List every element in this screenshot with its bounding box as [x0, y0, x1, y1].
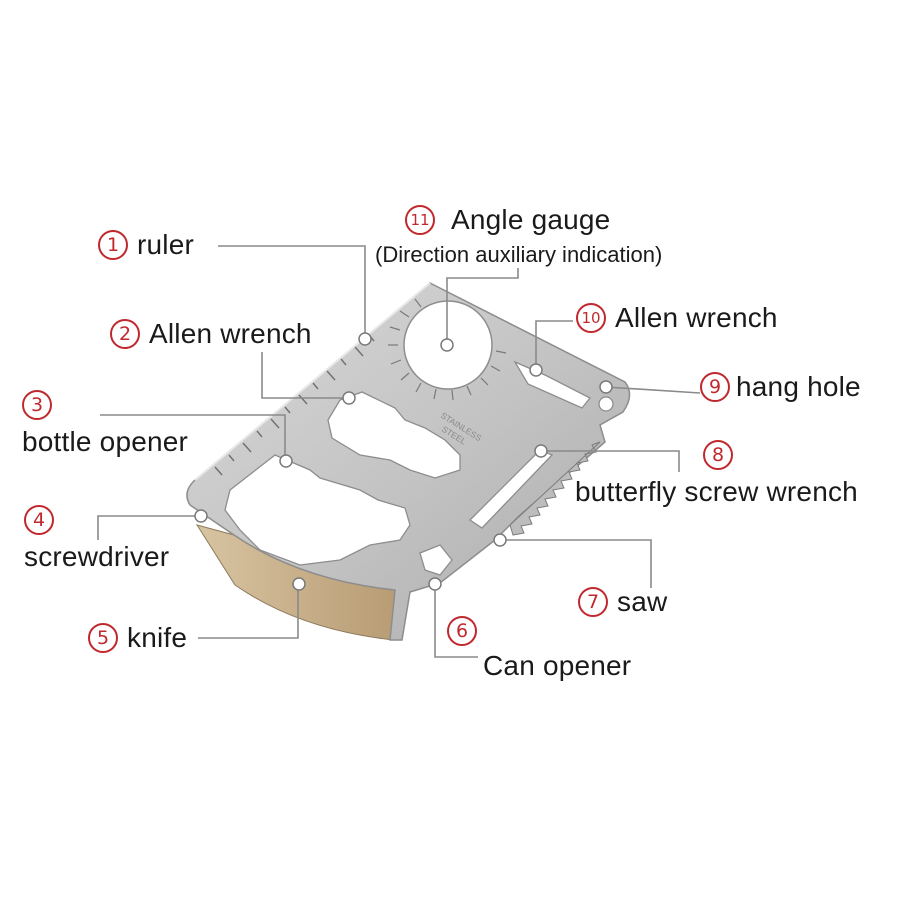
label-text: Allen wrench [149, 318, 312, 349]
number-badge: 8 [703, 440, 733, 470]
large-cutout [224, 454, 411, 566]
label-text: hang hole [736, 371, 861, 402]
multitool-card: STAINLESS STEEL [186, 282, 631, 641]
number-badge: 6 [447, 616, 477, 646]
number-badge: 4 [24, 505, 54, 535]
number-badge: 5 [88, 623, 118, 653]
number-badge: 7 [578, 587, 608, 617]
saw-teeth [509, 441, 601, 536]
label-text: bottle opener [22, 426, 189, 457]
number-badge: 10 [576, 303, 606, 333]
label-can-opener: 6 Can opener [447, 616, 631, 682]
label-knife: 5 knife [88, 622, 187, 654]
label-text: butterfly screw wrench [575, 476, 858, 507]
label-screwdriver: 4 screwdriver [24, 505, 169, 573]
label-text: screwdriver [24, 541, 170, 572]
number-badge: 3 [22, 390, 52, 420]
label-text: saw [617, 586, 668, 617]
label-allen-wrench-left: 2 Allen wrench [110, 318, 312, 350]
can-opener-notch [419, 544, 453, 576]
label-saw: 7 saw [578, 586, 667, 618]
hang-hole [598, 396, 614, 412]
label-ruler: 1 ruler [98, 229, 194, 261]
bottle-opener-cutout [327, 391, 461, 479]
number-badge: 9 [700, 372, 730, 402]
anchor-points [194, 332, 613, 591]
label-hang-hole: 9 hang hole [700, 371, 861, 403]
number-badge: 11 [405, 205, 435, 235]
leader-lines [97, 245, 701, 658]
label-butterfly-screw-wrench: 8 butterfly screw wrench [575, 440, 858, 508]
label-text: knife [127, 622, 188, 653]
label-text: Can opener [483, 650, 632, 681]
label-angle-gauge: 11 Angle gauge [405, 204, 610, 236]
label-text: Angle gauge [451, 204, 611, 235]
label-text: Allen wrench [615, 302, 778, 333]
label-bottle-opener: 3 bottle opener [22, 390, 188, 458]
label-text: ruler [137, 229, 195, 260]
label-allen-wrench-right: 10 Allen wrench [576, 302, 778, 334]
butterfly-slot [468, 449, 554, 529]
angle-gauge-subtext: (Direction auxiliary indication) [375, 242, 663, 267]
number-badge: 1 [98, 230, 128, 260]
number-badge: 2 [110, 319, 140, 349]
